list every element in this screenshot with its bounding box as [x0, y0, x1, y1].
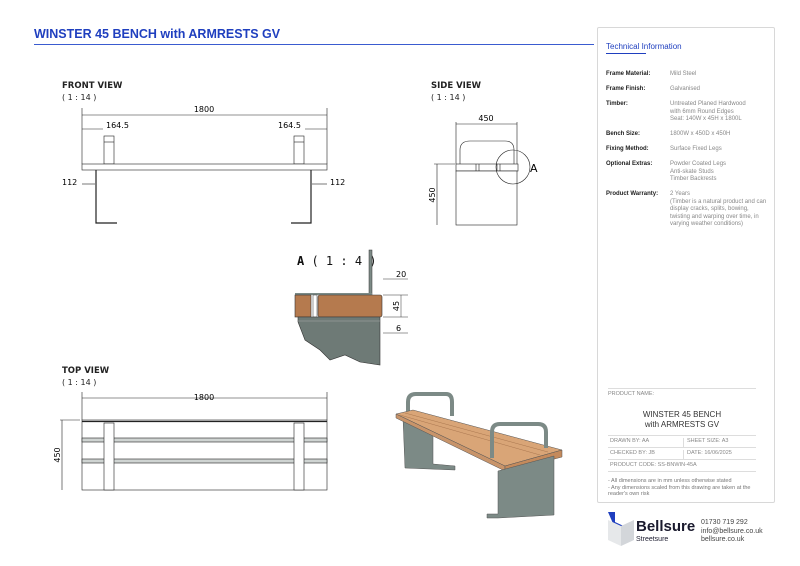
detail-dim-45: 45 [392, 301, 401, 311]
detail-dim-6: 6 [396, 324, 401, 333]
front-view-label: FRONT VIEW [62, 81, 123, 91]
technical-info-panel: Technical Information Frame Material: Mil… [597, 27, 775, 503]
spec-value: Untreated Planed Hardwood with 6mm Round… [670, 101, 746, 122]
notes: - All dimensions are in mm unless otherw… [608, 478, 756, 498]
row-checked: CHECKED BY: JB DATE: 16/06/2025 [608, 447, 756, 459]
seat-plank [81, 163, 328, 171]
note-2: - Any dimensions scaled from this drawin… [608, 484, 751, 498]
side-view-label: SIDE VIEW [431, 81, 482, 91]
spec-value: 2 Years (Timber is a natural product and… [670, 191, 767, 227]
top-view-label: TOP VIEW [62, 366, 110, 376]
detail-a-label: A ( 1 : 4 ) [297, 254, 377, 268]
top-view-scale: ( 1 : 14 ) [62, 378, 97, 387]
front-view [81, 108, 328, 224]
front-dim-1800: 1800 [194, 105, 214, 114]
front-dim-arm-left: 164.5 [106, 121, 129, 130]
product-name-line-2: with ARMRESTS GV [644, 420, 720, 429]
bench-3d-render [395, 392, 563, 519]
detail-a [294, 249, 408, 366]
phone: 01730 719 292 [701, 519, 748, 526]
armrest-right [293, 135, 305, 165]
detail-a-circle [495, 149, 531, 185]
product-name-label: PRODUCT NAME: [608, 388, 756, 402]
top-view [60, 392, 328, 491]
spec-key: Timber: [606, 101, 628, 107]
front-dim-leg-right: 112 [330, 178, 345, 187]
drawn-by: DRAWN BY: AA [610, 438, 650, 444]
side-dim-450-depth: 450 [478, 114, 493, 123]
detail-letter: A [297, 254, 305, 268]
heading-underline [606, 53, 646, 54]
side-view [434, 122, 531, 226]
detail-marker-a: A [530, 162, 538, 175]
row-product-code: PRODUCT CODE: SS-BNWIN-45A [608, 459, 756, 472]
contact-details: 01730 719 292 info@bellsure.co.uk bellsu… [701, 519, 763, 545]
checked-by: CHECKED BY: JB [610, 450, 655, 456]
top-dim-1800: 1800 [194, 393, 214, 402]
note-1: - All dimensions are in mm unless otherw… [608, 478, 732, 484]
spec-key: Bench Size: [606, 131, 641, 137]
sheet-size: SHEET SIZE: A3 [683, 438, 728, 447]
spec-value: Surface Fixed Legs [670, 146, 722, 152]
row-drawn: DRAWN BY: AA SHEET SIZE: A3 [608, 435, 756, 447]
front-dim-arm-right: 164.5 [278, 121, 301, 130]
spec-key: Optional Extras: [606, 161, 653, 167]
detail-scale: ( 1 : 4 ) [311, 254, 377, 268]
website-link[interactable]: bellsure.co.uk [701, 536, 745, 543]
spec-value: 1800W x 450D x 450H [670, 131, 731, 137]
title-rule [34, 44, 594, 45]
brand-name: Bellsure [636, 518, 696, 535]
bellsure-logo-icon [608, 512, 634, 546]
spec-key: Fixing Method: [606, 146, 649, 152]
product-name-line-1: WINSTER 45 BENCH [642, 410, 722, 419]
email-link[interactable]: info@bellsure.co.uk [701, 527, 763, 535]
brand-sub: Streetsure [636, 536, 669, 543]
armrest-left [103, 135, 115, 165]
top-dim-450: 450 [53, 447, 62, 462]
spec-value: Galvanised [670, 86, 701, 92]
front-view-scale: ( 1 : 14 ) [62, 93, 97, 102]
drawing-title: WINSTER 45 BENCH with ARMRESTS GV [34, 27, 281, 41]
side-view-scale: ( 1 : 14 ) [431, 93, 466, 102]
front-dim-leg-left: 112 [62, 178, 77, 187]
spec-key: Frame Finish: [606, 86, 646, 92]
leg-right [291, 170, 312, 224]
spec-value: Powder Coated Legs Anti-skate Studs Timb… [670, 161, 727, 182]
detail-dim-20: 20 [396, 270, 406, 279]
product-code: PRODUCT CODE: SS-BNWIN-45A [610, 462, 697, 468]
spec-key: Frame Material: [606, 71, 651, 77]
spec-value: Mild Steel [670, 71, 697, 77]
date: DATE: 16/06/2025 [683, 450, 732, 459]
spec-key: Product Warranty: [606, 191, 659, 197]
side-dim-450-height: 450 [428, 187, 437, 202]
leg-left [95, 170, 117, 224]
technical-info-heading: Technical Information [606, 42, 682, 51]
